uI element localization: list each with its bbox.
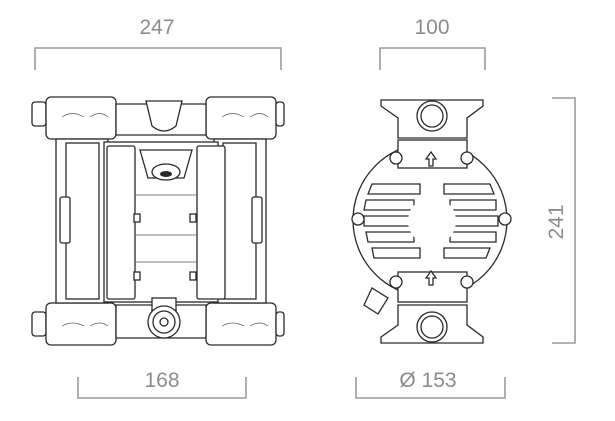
dimension-diameter-153: Ø 153 [355, 369, 506, 399]
dimension-241: 241 [545, 97, 576, 344]
dimension-label-diameter: Ø 153 [399, 369, 456, 392]
dimension-label-100: 100 [414, 16, 449, 39]
dimension-bracket [552, 97, 576, 344]
dimension-bracket [379, 47, 486, 70]
pump-side-view [351, 99, 512, 344]
dimension-bracket [77, 377, 247, 399]
dimension-bracket [34, 47, 282, 70]
dimension-bracket [355, 377, 506, 399]
dimension-100: 100 [379, 16, 486, 70]
flow-arrow-icon [424, 150, 438, 167]
pump-front-view [31, 96, 285, 346]
dimension-label-247: 247 [139, 16, 174, 39]
dimension-168: 168 [77, 369, 247, 399]
dimension-247: 247 [34, 16, 282, 70]
flow-arrow-icon [424, 269, 438, 286]
dimension-label-241: 241 [545, 204, 568, 239]
dimension-label-168: 168 [144, 369, 179, 392]
